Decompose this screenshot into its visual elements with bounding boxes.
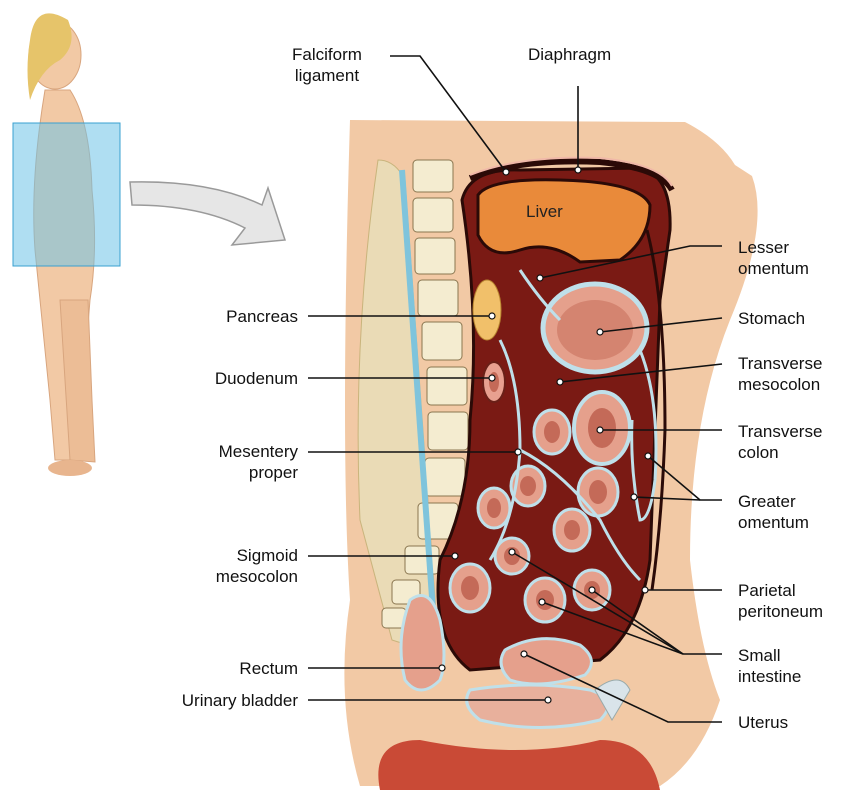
label-small-intestine-line2: intestine (738, 666, 801, 687)
label-lesser-omentum-line1: Lesser (738, 237, 809, 258)
label-sigmoid-mesocolon: Sigmoid mesocolon (216, 545, 298, 587)
label-mesentery-proper: Mesentery proper (219, 441, 298, 483)
label-transverse-mesocolon: Transverse mesocolon (738, 353, 822, 395)
label-duodenum: Duodenum (215, 368, 298, 389)
label-transverse-mesocolon-line2: mesocolon (738, 374, 822, 395)
label-urinary-bladder: Urinary bladder (182, 690, 298, 711)
label-falciform-ligament: Falciform ligament (292, 44, 362, 86)
label-sigmoid-mesocolon-line2: mesocolon (216, 566, 298, 587)
label-small-intestine: Small intestine (738, 645, 801, 687)
label-transverse-mesocolon-line1: Transverse (738, 353, 822, 374)
label-uterus: Uterus (738, 712, 788, 733)
label-transverse-colon-line1: Transverse (738, 421, 822, 442)
label-falciform-line2: ligament (292, 65, 362, 86)
label-pancreas: Pancreas (226, 306, 298, 327)
pointer-arrow (130, 182, 285, 245)
label-parietal-peritoneum: Parietal peritoneum (738, 580, 823, 622)
label-mesentery-proper-line2: proper (219, 462, 298, 483)
label-greater-omentum-line1: Greater (738, 491, 809, 512)
label-transverse-colon-line2: colon (738, 442, 822, 463)
body-figure (13, 13, 120, 476)
label-lesser-omentum: Lesser omentum (738, 237, 809, 279)
label-rectum: Rectum (239, 658, 298, 679)
label-sigmoid-mesocolon-line1: Sigmoid (216, 545, 298, 566)
label-diaphragm: Diaphragm (528, 44, 611, 65)
label-liver: Liver (526, 201, 563, 222)
label-small-intestine-line1: Small (738, 645, 801, 666)
label-lesser-omentum-line2: omentum (738, 258, 809, 279)
label-stomach: Stomach (738, 308, 805, 329)
label-falciform-line1: Falciform (292, 44, 362, 65)
label-parietal-peritoneum-line2: peritoneum (738, 601, 823, 622)
label-mesentery-proper-line1: Mesentery (219, 441, 298, 462)
label-transverse-colon: Transverse colon (738, 421, 822, 463)
label-greater-omentum-line2: omentum (738, 512, 809, 533)
label-greater-omentum: Greater omentum (738, 491, 809, 533)
label-parietal-peritoneum-line1: Parietal (738, 580, 823, 601)
